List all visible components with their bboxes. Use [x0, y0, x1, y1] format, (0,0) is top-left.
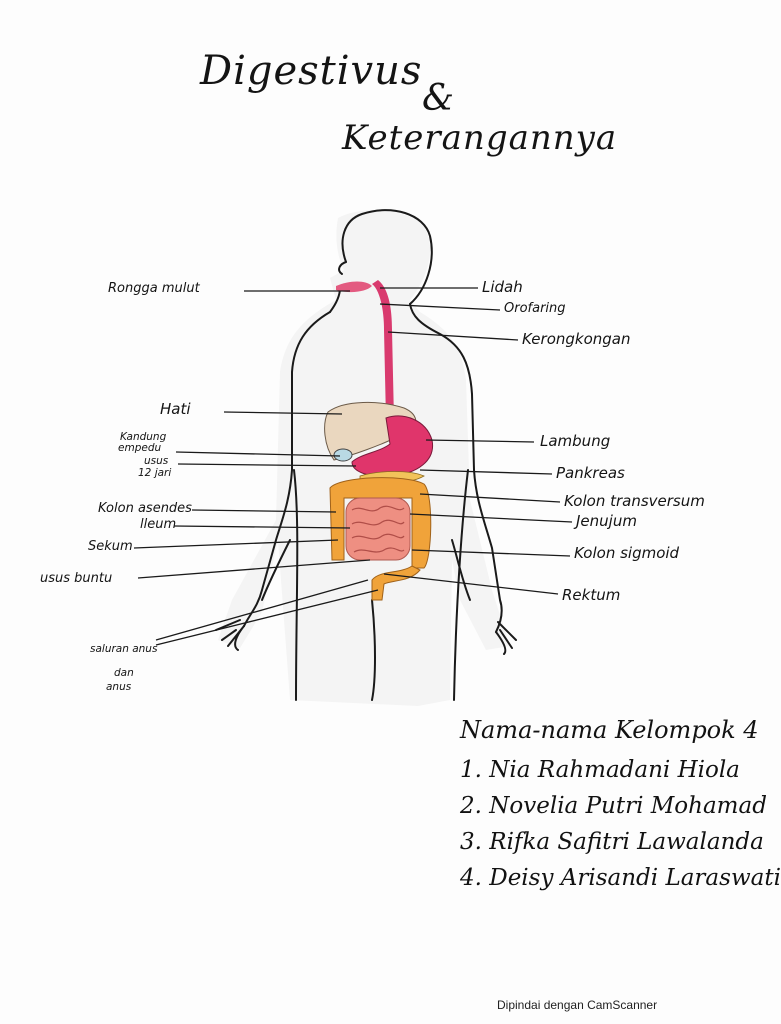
small-intestine-coils [351, 505, 405, 553]
esophagus-organ [372, 280, 394, 420]
label-pankreas: Pankreas [556, 464, 625, 482]
title-keterangannya: Keterangannya [342, 118, 618, 158]
member-4: 4. Deisy Arisandi Laraswati [460, 865, 781, 891]
label-kandung-empedu-1: Kandung [120, 431, 167, 443]
small-intestine-organ [345, 497, 411, 561]
label-lambung: Lambung [540, 432, 611, 450]
label-jejunum: Jenujum [576, 512, 637, 530]
label-orofaring: Orofaring [504, 301, 566, 316]
label-saluran-anus-2: dan [114, 667, 134, 679]
label-ileum: lleum [140, 517, 177, 532]
member-1: 1. Nia Rahmadani Hiola [460, 757, 740, 783]
label-kandung-empedu-2: empedu [118, 442, 162, 454]
label-rektum: Rektum [562, 586, 621, 604]
mouth-organ [336, 281, 372, 293]
leader-lines [133, 287, 573, 646]
label-kolon-sigmoid: Kolon sigmoid [574, 544, 680, 562]
group-members: Nama-nama Kelompok 4 1. Nia Rahmadani Hi… [460, 716, 781, 896]
group-title: Nama-nama Kelompok 4 [460, 716, 759, 744]
label-saluran-anus-3: anus [106, 681, 132, 693]
body-outline [215, 209, 517, 701]
label-rongga-mulut: Rongga mulut [108, 281, 200, 296]
title-ampersand: & [422, 78, 455, 119]
scanner-footer: Dipindai dengan CamScanner [497, 998, 658, 1012]
label-kolon-transversum: Kolon transversum [564, 492, 705, 510]
member-2: 2. Novelia Putri Mohamad [460, 793, 767, 819]
label-kerongkongan: Kerongkongan [522, 330, 631, 348]
label-usus-12-jari-1: usus [144, 455, 169, 467]
member-3: 3. Rifka Safitri Lawalanda [460, 829, 764, 855]
title-digestivus: Digestivus [200, 48, 423, 94]
label-kolon-asendes: Kolon asendes [98, 501, 192, 516]
label-usus-12-jari-2: 12 jari [138, 467, 172, 479]
label-lidah: Lidah [482, 278, 523, 296]
gallbladder-organ [333, 448, 353, 462]
label-saluran-anus-1: saluran anus [90, 643, 158, 655]
label-hati: Hati [160, 400, 191, 418]
label-sekum: Sekum [88, 539, 133, 554]
label-usus-buntu: usus buntu [40, 571, 113, 586]
